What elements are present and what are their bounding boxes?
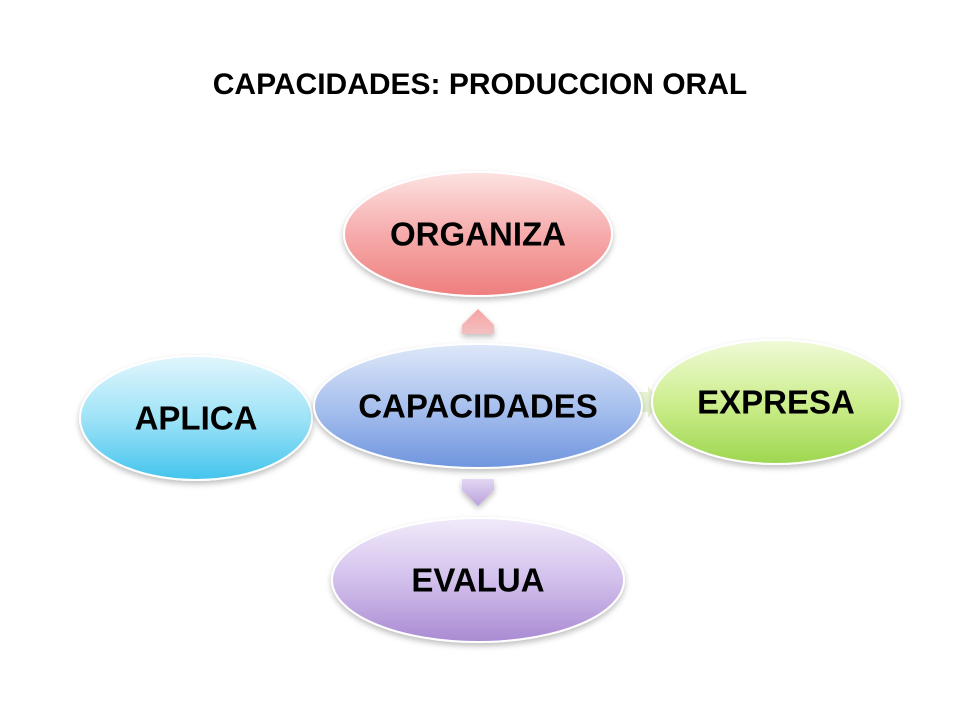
- node-right-label: EXPRESA: [697, 384, 855, 421]
- node-left-label: APLICA: [135, 400, 258, 437]
- node-right: EXPRESA: [651, 339, 901, 465]
- node-center-label: CAPACIDADES: [358, 388, 598, 425]
- node-left: APLICA: [79, 355, 313, 481]
- node-bottom-label: EVALUA: [411, 562, 544, 599]
- node-center: CAPACIDADES: [313, 343, 643, 469]
- arrow-up-to-organiza: [462, 309, 494, 334]
- arrow-down-to-evalua: [462, 479, 494, 506]
- slide-title: CAPACIDADES: PRODUCCION ORAL: [212, 68, 748, 101]
- node-top-label: ORGANIZA: [390, 216, 566, 253]
- node-top: ORGANIZA: [343, 171, 613, 297]
- node-bottom: EVALUA: [331, 517, 625, 643]
